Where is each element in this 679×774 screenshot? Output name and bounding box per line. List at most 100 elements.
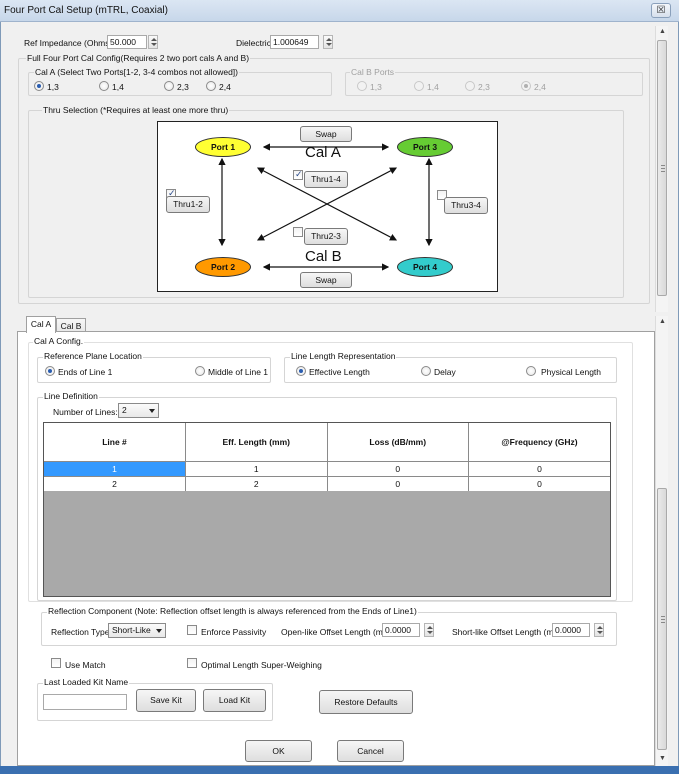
use-match-label: Use Match <box>65 660 106 670</box>
thru12-button[interactable]: Thru1-2 <box>166 196 210 213</box>
cell-loss-2[interactable]: 0 <box>327 475 469 491</box>
cal-b-option-14: 1,4 <box>427 82 439 92</box>
table-row: 2 2 0 0 <box>44 475 610 491</box>
chevron-down-icon <box>149 409 155 413</box>
effective-length-radio[interactable] <box>296 366 306 376</box>
diagram-arrows <box>218 143 433 271</box>
cal-b-label: Cal B Ports <box>350 67 395 77</box>
top-scrollbar[interactable]: ▲ <box>655 26 668 312</box>
lower-scrollbar[interactable]: ▲ ▼ <box>655 316 668 766</box>
ref-impedance-spinner[interactable] <box>148 35 158 49</box>
cal-b-radio-23 <box>465 81 475 91</box>
chevron-down-icon <box>156 629 162 633</box>
kit-group <box>37 683 273 721</box>
col-loss: Loss (dB/mm) <box>327 423 469 461</box>
full-config-group <box>18 58 650 304</box>
optimal-length-checkbox[interactable] <box>187 658 197 668</box>
cal-a-config-label: Cal A Config. <box>33 336 85 346</box>
line-length-label: Line Length Representation <box>290 351 397 361</box>
effective-length-label: Effective Length <box>309 367 370 377</box>
cal-b-option-24: 2,4 <box>534 82 546 92</box>
number-of-lines-value: 2 <box>122 405 127 415</box>
reflection-type-label: Reflection Type <box>51 627 110 637</box>
use-match-checkbox[interactable] <box>51 658 61 668</box>
thru14-checkbox[interactable] <box>293 169 303 180</box>
tab-cal-b[interactable]: Cal B <box>56 318 86 333</box>
thru23-checkbox[interactable] <box>293 227 303 237</box>
physical-length-radio[interactable] <box>526 366 536 376</box>
cal-b-diagram-label: Cal B <box>305 248 342 265</box>
optimal-length-label: Optimal Length Super-Weighing <box>201 660 322 670</box>
port-1-node: Port 1 <box>195 137 251 157</box>
cell-eff-length-1[interactable]: 1 <box>185 460 328 476</box>
thru34-checkbox[interactable] <box>437 190 447 200</box>
cal-a-radio-14[interactable] <box>99 81 109 91</box>
cal-a-option-23: 2,3 <box>177 82 189 92</box>
tab-cal-a[interactable]: Cal A <box>26 316 56 333</box>
ok-button[interactable]: OK <box>245 740 312 762</box>
thru-selection-group <box>28 110 624 298</box>
table-row: 1 1 0 0 <box>44 460 610 476</box>
cell-frequency-1[interactable]: 0 <box>468 460 610 476</box>
short-offset-spinner[interactable] <box>594 623 604 637</box>
save-kit-button[interactable]: Save Kit <box>136 689 196 712</box>
close-button[interactable]: ☒ <box>651 3 671 18</box>
ref-plane-middle-radio[interactable] <box>195 366 205 376</box>
thru-selection-label: Thru Selection (*Requires at least one m… <box>42 105 230 115</box>
dielectric-label: Dielectric <box>236 38 271 48</box>
cell-eff-length-2[interactable]: 2 <box>185 475 328 491</box>
thru23-button[interactable]: Thru2-3 <box>304 228 348 245</box>
cal-a-option-24: 2,4 <box>219 82 231 92</box>
cal-b-option-23: 2,3 <box>478 82 490 92</box>
enforce-passivity-label: Enforce Passivity <box>201 627 267 637</box>
ref-plane-middle-label: Middle of Line 1 <box>208 367 269 377</box>
swap-b-button[interactable]: Swap <box>300 272 352 288</box>
enforce-passivity-checkbox[interactable] <box>187 625 197 635</box>
ref-plane-ends-radio[interactable] <box>45 366 55 376</box>
cal-a-label: Cal A (Select Two Ports[1-2, 3-4 combos … <box>34 67 239 77</box>
cal-a-option-14: 1,4 <box>112 82 124 92</box>
cal-a-radio-24[interactable] <box>206 81 216 91</box>
ref-impedance-input[interactable]: 50.000 <box>107 35 147 49</box>
thru14-button[interactable]: Thru1-4 <box>304 171 348 188</box>
cell-loss-1[interactable]: 0 <box>327 460 469 476</box>
number-of-lines-label: Number of Lines: <box>53 407 118 417</box>
ref-plane-ends-label: Ends of Line 1 <box>58 367 113 377</box>
col-line-number: Line # <box>44 423 186 461</box>
cal-a-radio-13[interactable] <box>34 81 44 91</box>
cell-line-1[interactable]: 1 <box>44 460 186 476</box>
port-2-node: Port 2 <box>195 257 251 277</box>
kit-name-input[interactable] <box>43 694 127 710</box>
cal-a-option-13: 1,3 <box>47 82 59 92</box>
dielectric-input[interactable]: 1.000649 <box>270 35 319 49</box>
cal-b-radio-14 <box>414 81 424 91</box>
number-of-lines-select[interactable]: 2 <box>118 403 159 418</box>
open-offset-input[interactable]: 0.0000 <box>382 623 420 637</box>
delay-radio[interactable] <box>421 366 431 376</box>
scroll-up-icon[interactable]: ▲ <box>659 318 666 325</box>
cell-frequency-2[interactable]: 0 <box>468 475 610 491</box>
kit-label: Last Loaded Kit Name <box>43 677 130 687</box>
open-offset-spinner[interactable] <box>424 623 434 637</box>
cancel-button[interactable]: Cancel <box>337 740 404 762</box>
taskbar-edge <box>0 766 679 774</box>
thru34-button[interactable]: Thru3-4 <box>444 197 488 214</box>
ref-plane-group <box>37 357 271 383</box>
reflection-type-select[interactable]: Short-Like <box>108 623 166 638</box>
swap-a-button[interactable]: Swap <box>300 126 352 142</box>
top-scroll-thumb[interactable] <box>657 40 667 296</box>
line-definition-label: Line Definition <box>43 391 99 401</box>
scroll-down-icon[interactable]: ▼ <box>659 755 666 762</box>
load-kit-button[interactable]: Load Kit <box>203 689 266 712</box>
cal-a-config-group <box>28 342 633 602</box>
short-offset-input[interactable]: 0.0000 <box>552 623 590 637</box>
line-definition-group <box>37 397 617 601</box>
cal-a-radio-23[interactable] <box>164 81 174 91</box>
col-eff-length: Eff. Length (mm) <box>185 423 328 461</box>
dielectric-spinner[interactable] <box>323 35 333 49</box>
lower-scroll-thumb[interactable] <box>657 488 667 750</box>
scroll-up-icon[interactable]: ▲ <box>659 28 666 35</box>
cell-line-2[interactable]: 2 <box>44 475 186 491</box>
short-offset-label: Short-like Offset Length (mm) <box>452 627 564 637</box>
restore-defaults-button[interactable]: Restore Defaults <box>319 690 413 714</box>
